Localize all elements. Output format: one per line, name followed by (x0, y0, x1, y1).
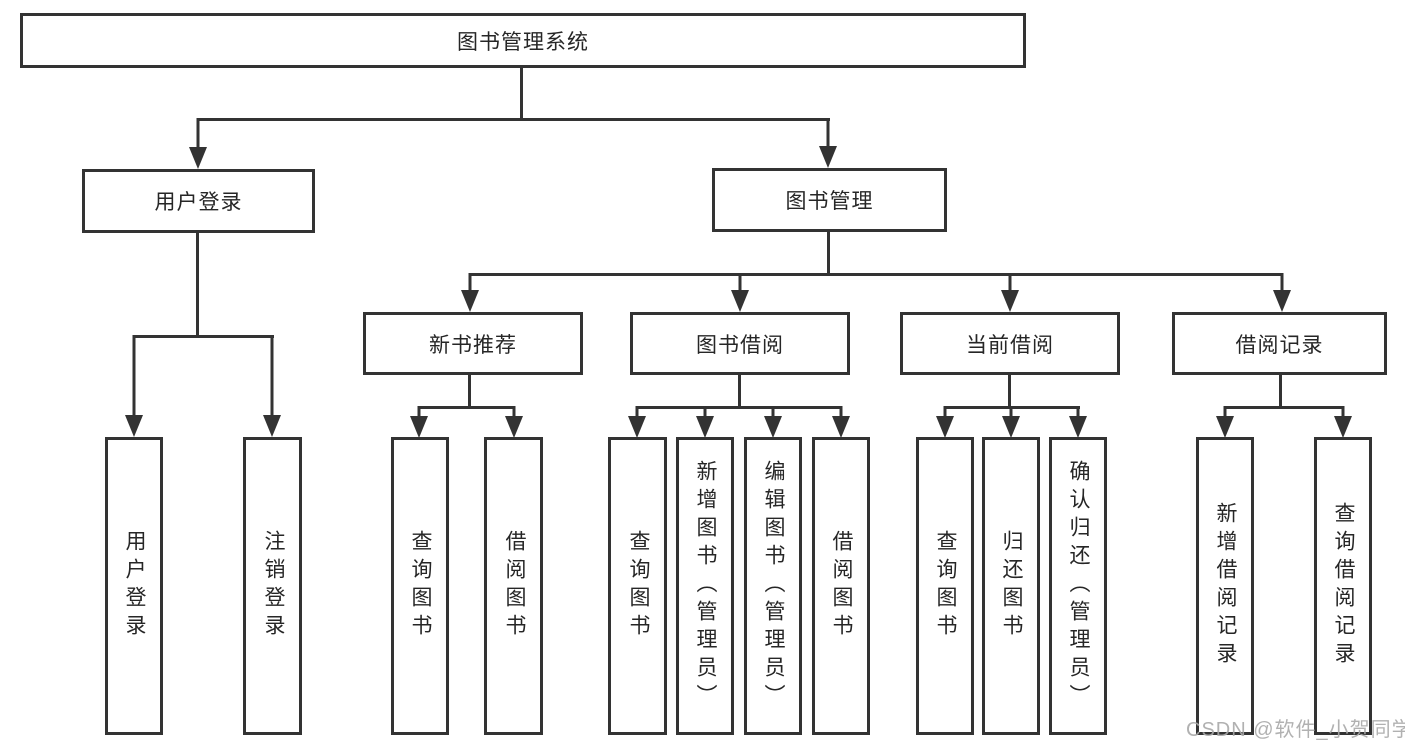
node-root: 图书管理系统 (20, 13, 1026, 68)
arrow-down-icon (936, 406, 954, 438)
arrow-down-icon (1334, 406, 1352, 438)
connector-vline (827, 231, 830, 273)
arrow-down-icon (1002, 406, 1020, 438)
leaf-query-books-current: 查询图书 (916, 437, 974, 735)
watermark: CSDN @软件_小贺同学 (1186, 719, 1405, 741)
arrow-down-icon (189, 118, 207, 169)
arrow-down-icon (505, 406, 523, 438)
connector-vline (468, 374, 471, 407)
leaf-query-borrow-record: 查询借阅记录 (1314, 437, 1372, 735)
connector-hline (418, 406, 515, 409)
node-borrow-records: 借阅记录 (1172, 312, 1387, 375)
leaf-borrow-books-recommend: 借阅图书 (484, 437, 543, 735)
connector-hline (197, 118, 830, 121)
node-book-borrow: 图书借阅 (630, 312, 850, 375)
arrow-down-icon (263, 335, 281, 437)
leaf-add-book-admin: 新增图书（管理员） (676, 437, 734, 735)
arrow-down-icon (461, 273, 479, 312)
connector-hline (636, 406, 842, 409)
arrow-down-icon (1069, 406, 1087, 438)
arrow-down-icon (731, 273, 749, 312)
leaf-edit-book-admin: 编辑图书（管理员） (744, 437, 802, 735)
arrow-down-icon (1001, 273, 1019, 312)
arrow-down-icon (628, 406, 646, 438)
connector-hline (133, 335, 274, 338)
arrow-down-icon (832, 406, 850, 438)
leaf-add-borrow-record: 新增借阅记录 (1196, 437, 1254, 735)
arrow-down-icon (764, 406, 782, 438)
connector-vline (520, 67, 523, 118)
node-new-book-recommend: 新书推荐 (363, 312, 583, 375)
connector-vline (1008, 374, 1011, 407)
leaf-query-books-recommend: 查询图书 (391, 437, 449, 735)
arrow-down-icon (410, 406, 428, 438)
arrow-down-icon (125, 335, 143, 437)
connector-vline (196, 232, 199, 335)
arrow-down-icon (1273, 273, 1291, 312)
arrow-down-icon (1216, 406, 1234, 438)
leaf-logout: 注销登录 (243, 437, 302, 735)
leaf-confirm-return-admin: 确认归还（管理员） (1049, 437, 1107, 735)
connector-hline (1224, 406, 1344, 409)
leaf-return-book: 归还图书 (982, 437, 1040, 735)
connector-hline (469, 273, 1283, 276)
arrow-down-icon (819, 118, 837, 168)
leaf-borrow-books: 借阅图书 (812, 437, 870, 735)
arrow-down-icon (696, 406, 714, 438)
connector-vline (1279, 374, 1282, 407)
leaf-query-books-borrow: 查询图书 (608, 437, 667, 735)
connector-vline (738, 374, 741, 407)
leaf-user-login: 用户登录 (105, 437, 163, 735)
node-book-management: 图书管理 (712, 168, 947, 232)
node-current-borrow: 当前借阅 (900, 312, 1120, 375)
node-user-login: 用户登录 (82, 169, 315, 233)
